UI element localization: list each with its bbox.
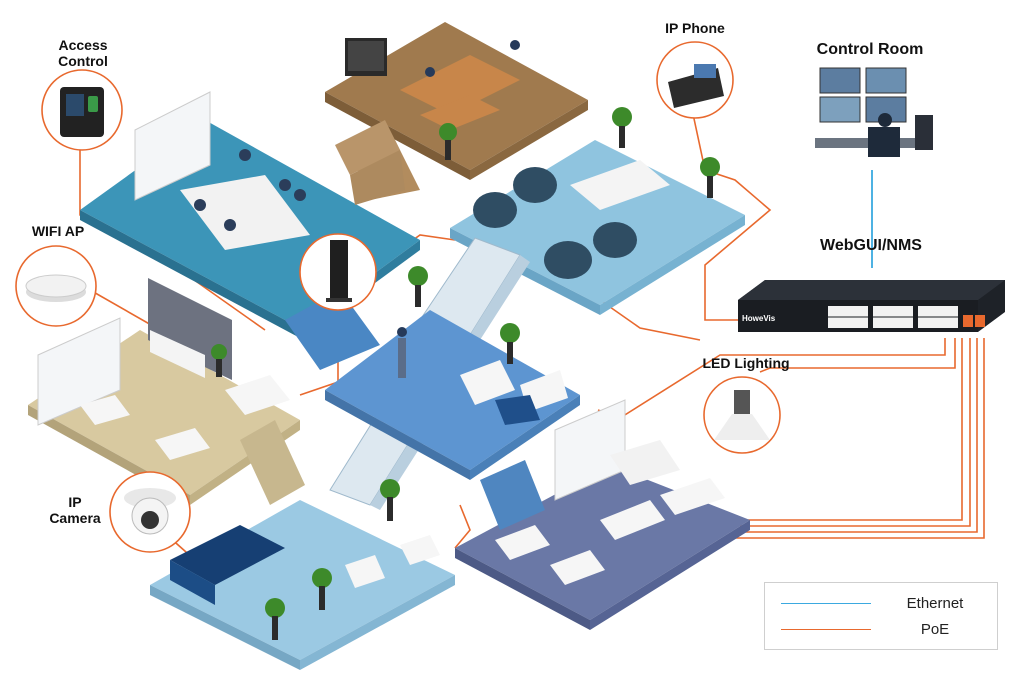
control-room-monitors: [815, 67, 933, 157]
access-control-callout: [41, 69, 123, 151]
display-kiosk-callout: [299, 233, 377, 311]
ip-phone-callout: [656, 41, 734, 119]
led-lighting-callout: [703, 376, 781, 454]
legend-label-poe: PoE: [920, 621, 950, 638]
reception-area: [150, 479, 455, 670]
stairs: [335, 120, 545, 530]
wifi-ap-label: WIFI AP: [31, 223, 85, 239]
legend-label-ethernet: Ethernet: [906, 595, 964, 612]
legend-swatch-ethernet: [781, 603, 871, 604]
webgui-nms-label: WebGUI/NMS: [820, 237, 922, 254]
legend-item-poe: PoE: [765, 619, 997, 641]
tan-office-area: [28, 278, 305, 505]
legend: Ethernet PoE: [764, 582, 998, 650]
poe-switch: [738, 280, 1005, 332]
central-hall-area: [285, 266, 580, 480]
access-control-label: Access Control: [58, 37, 108, 69]
control-room-label: Control Room: [816, 41, 924, 58]
ip-phone-label: IP Phone: [665, 20, 725, 36]
wifi-ap-callout: [15, 245, 97, 327]
legend-swatch-poe: [781, 629, 871, 630]
legend-item-ethernet: Ethernet: [765, 593, 997, 615]
led-lighting-label: LED Lighting: [702, 355, 790, 371]
switch-brand-label: HoweVis: [742, 314, 776, 323]
ip-camera-label: IP Camera: [49, 494, 101, 526]
open-office-area: [455, 399, 750, 630]
ip-camera-callout: [109, 471, 191, 553]
